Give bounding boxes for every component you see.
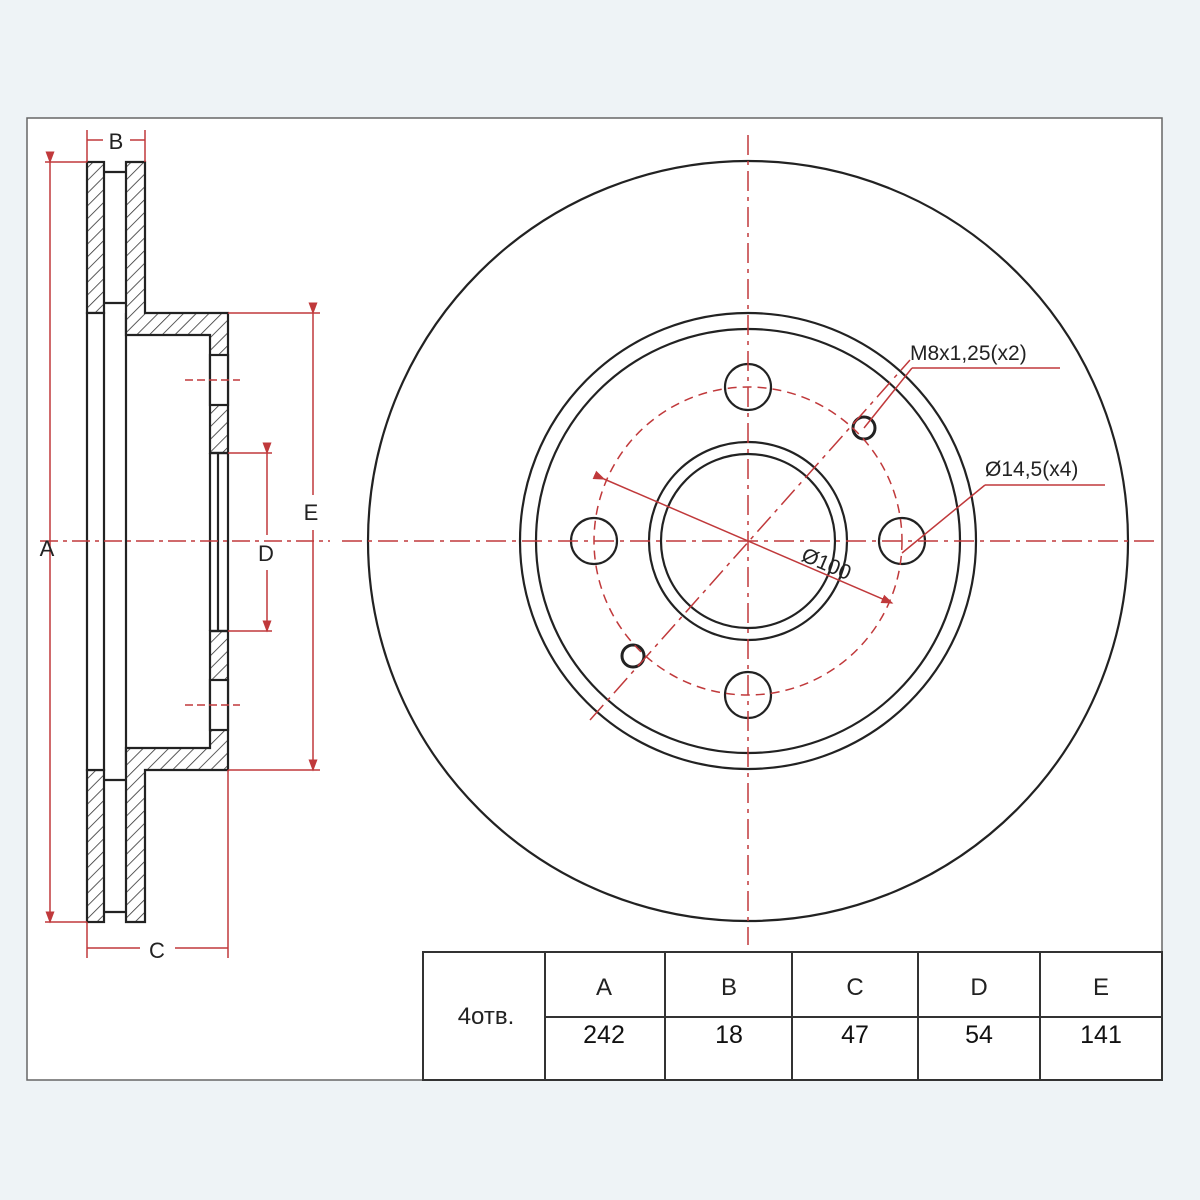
dim-label-a: A	[40, 536, 55, 561]
table-cell: 47	[841, 1021, 869, 1049]
table-row-label: 4отв.	[458, 1003, 515, 1030]
friction-ring-inner	[518, 311, 978, 771]
table-cell: 242	[583, 1021, 625, 1049]
hole-label: Ø14,5(x4)	[985, 458, 1078, 481]
drawing-frame	[26, 117, 1163, 1081]
table-cell: 141	[1080, 1021, 1122, 1049]
table-header: E	[1093, 974, 1109, 1001]
dim-label-d: D	[258, 541, 274, 566]
side-dimension-lines	[40, 130, 330, 958]
dim-label-e: E	[304, 500, 319, 525]
table-cell: 18	[715, 1021, 743, 1049]
table-header: C	[846, 974, 863, 1001]
dimension-table	[422, 951, 1163, 1081]
threaded-hole	[620, 643, 646, 669]
table-header: D	[970, 974, 987, 1001]
outer-plate-top	[85, 160, 106, 315]
thread-label: M8x1,25(x2)	[910, 342, 1027, 365]
table-header: A	[596, 974, 612, 1001]
dim-label-b: B	[109, 129, 124, 154]
dim-label-c: C	[149, 938, 165, 963]
outer-plate-bottom	[85, 768, 106, 924]
table-header: B	[721, 974, 737, 1001]
table-cell: 54	[965, 1021, 993, 1049]
front-center-lines	[342, 135, 1155, 945]
